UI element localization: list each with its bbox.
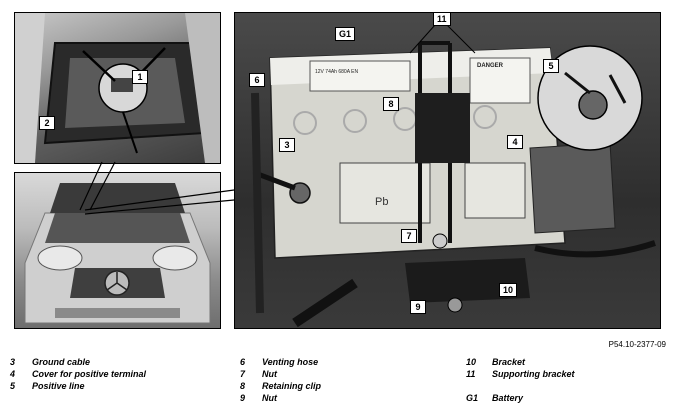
callout-7: 7 bbox=[401, 229, 417, 243]
callout-3: 3 bbox=[279, 138, 295, 152]
callout-1: 1 bbox=[132, 70, 148, 84]
callout-6: 6 bbox=[249, 73, 265, 87]
legend-item: 5 Positive line bbox=[10, 380, 146, 392]
legend-item: 9 Nut bbox=[240, 392, 321, 404]
legend-number: 9 bbox=[240, 393, 246, 403]
legend-number: 5 bbox=[10, 381, 16, 391]
engine-compartment-drawing bbox=[15, 13, 220, 163]
legend-number: 4 bbox=[10, 369, 16, 379]
legend-item: 7 Nut bbox=[240, 368, 321, 380]
legend-number: 8 bbox=[240, 381, 246, 391]
battery-closeup-photo: 12V 74Ah 680A EN DANGER Pb G1 11 6 8 5 4… bbox=[234, 12, 661, 329]
legend-number: 10 bbox=[466, 357, 477, 367]
callout-8: 8 bbox=[383, 97, 399, 111]
battery-pb-label: Pb bbox=[375, 196, 389, 208]
legend-text: Supporting bracket bbox=[492, 369, 575, 379]
battery-drawing bbox=[251, 24, 656, 328]
legend-item: 8 Retaining clip bbox=[240, 380, 321, 392]
legend-item: 11 Supporting bracket bbox=[466, 368, 575, 380]
callout-4: 4 bbox=[507, 135, 523, 149]
legend-item: 4 Cover for positive terminal bbox=[10, 368, 146, 380]
callout-11: 11 bbox=[433, 13, 451, 26]
figure-reference-code: P54.10-2377-09 bbox=[608, 340, 666, 349]
legend-column-3: 10 Bracket 11 Supporting bracket G1 Battery bbox=[466, 356, 575, 404]
legend-text: Nut bbox=[262, 369, 277, 379]
legend-item: 10 Bracket bbox=[466, 356, 575, 368]
car-front-drawing bbox=[24, 183, 211, 324]
car-front-photo bbox=[14, 172, 221, 329]
legend-text: Cover for positive terminal bbox=[32, 369, 147, 379]
legend-number: 7 bbox=[240, 369, 246, 379]
legend-number: 3 bbox=[10, 357, 16, 367]
legend-text: Ground cable bbox=[32, 357, 91, 367]
legend-text: Venting hose bbox=[262, 357, 319, 367]
legend-text: Retaining clip bbox=[262, 381, 322, 391]
legend-text: Battery bbox=[492, 393, 524, 403]
legend-item: 6 Venting hose bbox=[240, 356, 321, 368]
callout-9: 9 bbox=[410, 300, 426, 314]
legend-number: G1 bbox=[466, 393, 479, 403]
legend-text: Bracket bbox=[492, 357, 526, 367]
legend-item: G1 Battery bbox=[466, 392, 575, 404]
legend-text: Nut bbox=[262, 393, 277, 403]
callout-10: 10 bbox=[499, 283, 518, 297]
legend-number: 11 bbox=[466, 369, 476, 379]
legend-column-1: 3 Ground cable 4 Cover for positive termin… bbox=[10, 356, 146, 392]
legend-text: Positive line bbox=[32, 381, 85, 391]
battery-rating-label: 12V 74Ah 680A EN bbox=[315, 69, 359, 75]
legend-item bbox=[466, 380, 575, 392]
callout-5: 5 bbox=[543, 59, 559, 73]
battery-warning-label: DANGER bbox=[477, 63, 504, 69]
legend-item: 3 Ground cable bbox=[10, 356, 146, 368]
callout-G1: G1 bbox=[335, 27, 356, 41]
callout-2: 2 bbox=[39, 116, 55, 130]
engine-compartment-photo: 1 2 bbox=[14, 12, 221, 164]
legend-number: 6 bbox=[240, 357, 246, 367]
